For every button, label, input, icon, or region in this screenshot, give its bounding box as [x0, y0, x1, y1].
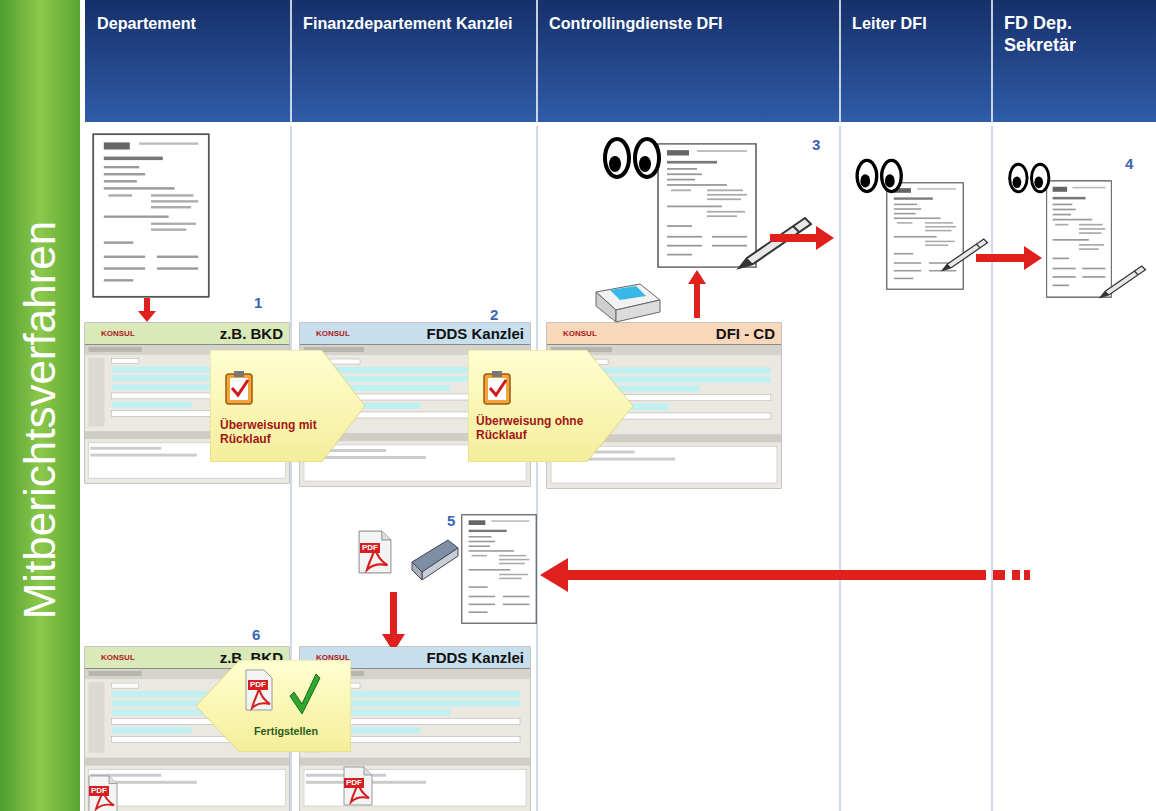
pdf-icon-label: PDF	[248, 680, 268, 690]
callout-number: 1	[254, 294, 262, 311]
callout-number: 6	[252, 626, 260, 643]
app-logo-text: KONSUL	[101, 653, 135, 663]
lane-header: Controllingdienste DFI	[549, 12, 834, 72]
arrow-label: Fertigstellen	[254, 724, 306, 738]
window-label: FDDS Kanzlei	[426, 649, 524, 667]
app-logo-text: KONSUL	[316, 329, 350, 339]
app-logo-text: KONSUL	[563, 329, 597, 339]
lane-header: Finanzdepartement Kanzlei	[303, 12, 531, 72]
arrow-shape	[468, 350, 633, 462]
pdf-icon-label: PDF	[360, 543, 380, 553]
page-title: Mitberichtsverfahren	[13, 100, 67, 740]
window-label: FDDS Kanzlei	[426, 325, 524, 343]
lane-title: Leiter DFI	[852, 12, 986, 34]
window-label: z.B. BKD	[220, 325, 283, 343]
arrow-label: Überweisung ohne Rücklauf	[476, 414, 585, 442]
callout-number: 3	[812, 136, 820, 153]
app-logo-text: KONSUL	[101, 329, 135, 339]
callout-number: 4	[1125, 155, 1133, 172]
check-icon	[196, 660, 351, 752]
lane-header: Departement	[97, 12, 285, 72]
arrow-shape	[196, 660, 351, 752]
app-logo-text: KONSUL	[316, 653, 350, 663]
pdf-icon-label: PDF	[89, 786, 109, 796]
arrow-label: Überweisung mit Rücklauf	[220, 418, 320, 446]
clipboard-icon	[468, 350, 633, 462]
transfer-arrow: Überweisung ohne Rücklauf	[468, 350, 633, 462]
callout-number: 5	[447, 512, 455, 529]
lane-header: FD Dep. Sekretär	[1004, 12, 1144, 72]
callout-number: 2	[490, 306, 498, 323]
window-label: DFI - CD	[716, 325, 775, 343]
lane-title: FD Dep. Sekretär	[1004, 12, 1124, 56]
pdf-icon	[196, 660, 351, 752]
lane-title: Controllingdienste DFI	[549, 12, 834, 34]
lane-title: Finanzdepartement Kanzlei	[303, 12, 531, 34]
lane-header: Leiter DFI	[852, 12, 986, 72]
transfer-arrow: Fertigstellen	[196, 660, 351, 752]
lane-title: Departement	[97, 12, 285, 34]
transfer-arrow: Überweisung mit Rücklauf	[210, 350, 365, 462]
pdf-icon-label: PDF	[344, 778, 364, 788]
